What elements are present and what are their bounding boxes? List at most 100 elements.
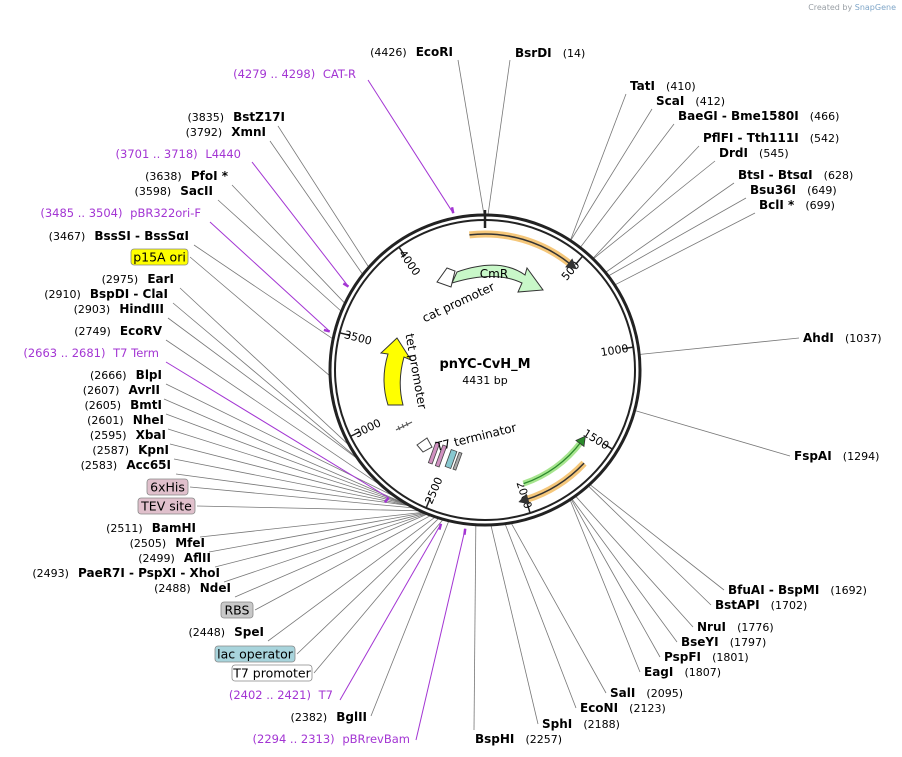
site-xhoi[interactable]: (2493) PaeR7I - PspXI - XhoI — [32, 562, 220, 581]
tick-label: 3500 — [343, 328, 373, 348]
site-leader — [505, 524, 577, 709]
t7-promoter-box[interactable]: T7 promoter — [231, 664, 313, 682]
site-bcli[interactable]: BclI * (699) — [759, 194, 835, 213]
site-aflii[interactable]: (2499) AflII — [138, 547, 211, 566]
primer-l4440[interactable]: (3701 .. 3718) L4440 — [116, 147, 241, 161]
site-leader — [473, 525, 477, 731]
site-leader — [570, 108, 653, 241]
site-scai[interactable]: ScaI (412) — [656, 90, 725, 109]
credit-prefix: Created by — [808, 3, 853, 12]
tick-mark — [526, 502, 531, 514]
site-sali[interactable]: SalI (2095) — [610, 682, 683, 701]
site-sacii[interactable]: (3598) SacII — [135, 180, 213, 199]
svg-text:p15A ori: p15A ori — [133, 250, 186, 265]
arc-arrowhead — [518, 493, 530, 505]
site-eagi[interactable]: EagI (1807) — [644, 661, 721, 680]
site-nhei[interactable]: (2601) NheI — [87, 409, 164, 428]
site-ecorv[interactable]: (2749) EcoRV — [74, 320, 162, 339]
site-pflfi[interactable]: PflFI - Tth111I (542) — [703, 127, 839, 146]
site-spei[interactable]: (2448) SpeI — [188, 621, 264, 640]
tev-site-box[interactable]: TEV site — [137, 497, 196, 515]
svg-text:T7 promoter: T7 promoter — [232, 666, 311, 681]
site-mfei[interactable]: (2505) MfeI — [130, 532, 205, 551]
site-bsu36i[interactable]: Bsu36I (649) — [750, 179, 837, 198]
site-leader — [234, 514, 427, 598]
primer-site-mark — [438, 523, 443, 530]
site-tati[interactable]: TatI (410) — [630, 75, 696, 94]
primer-pbrrevbam[interactable]: (2294 .. 2313) pBRrevBam — [253, 732, 410, 746]
p15a-ori-box[interactable]: p15A ori — [130, 248, 189, 266]
site-leader — [163, 398, 403, 503]
site-ndei[interactable]: (2488) NdeI — [154, 577, 231, 596]
lac-operator-box[interactable]: lac operator — [214, 645, 296, 663]
site-leader — [231, 184, 345, 303]
site-bstapi[interactable]: BstAPI (1702) — [715, 594, 807, 613]
site-leader — [571, 499, 661, 658]
6xhis-box[interactable]: 6xHis — [146, 478, 189, 496]
site-bseyi[interactable]: BseYI (1797) — [681, 631, 766, 650]
site-leader — [167, 428, 405, 504]
primer-site-mark — [383, 496, 390, 504]
site-pspfi[interactable]: PspFI (1801) — [664, 646, 749, 665]
site-bfuai[interactable]: BfuAI - BspMI (1692) — [728, 579, 867, 598]
rbs-box[interactable]: RBS — [220, 601, 254, 619]
primer-cat-r[interactable]: (4279 .. 4298) CAT-R — [233, 67, 356, 81]
site-avrii[interactable]: (2607) AvrII — [83, 379, 160, 398]
right-site-labels: BsrDI (14) TatI (410) ScaI (412) BaeGI -… — [475, 42, 882, 747]
green-arc — [523, 441, 582, 485]
svg-text:lac operator: lac operator — [217, 647, 294, 662]
site-eari[interactable]: (2975) EarI — [102, 268, 174, 287]
tick-mark — [602, 442, 613, 450]
tick-label: 4000 — [396, 248, 423, 278]
site-leader — [490, 525, 539, 725]
site-pfoi[interactable]: (3638) PfoI * — [145, 165, 229, 184]
site-baegi[interactable]: BaeGI - Bme1580I (466) — [678, 105, 839, 124]
site-leader — [457, 59, 485, 215]
primer-leader — [339, 523, 442, 701]
site-bglii[interactable]: (2382) BglII — [291, 706, 367, 725]
site-clai[interactable]: (2910) BspDI - ClaI — [44, 283, 168, 302]
site-bsrdi[interactable]: BsrDI (14) — [515, 42, 585, 61]
site-kpni[interactable]: (2587) KpnI — [92, 439, 169, 458]
site-econi[interactable]: EcoNI (2123) — [580, 697, 666, 716]
primer-leader-lines — [165, 79, 467, 741]
feature-arcs — [469, 230, 587, 505]
site-xbai[interactable]: (2595) XbaI — [90, 424, 166, 443]
site-fspai[interactable]: FspAI (1294) — [794, 445, 879, 464]
site-leader — [217, 199, 341, 312]
primer-labels: (4279 .. 4298) CAT-R (3701 .. 3718) L444… — [23, 67, 410, 746]
site-leader — [269, 140, 363, 275]
site-bstz17i[interactable]: (3835) BstZ17I — [187, 106, 285, 125]
site-acc65i[interactable]: (2583) Acc65I — [81, 454, 171, 473]
site-drdi[interactable]: DrdI (545) — [719, 142, 789, 161]
site-ecori[interactable]: (4426) EcoRI — [370, 41, 453, 60]
site-xmni[interactable]: (3792) XmnI — [186, 121, 266, 140]
site-ahdi[interactable]: AhdI (1037) — [803, 327, 882, 346]
site-btsi[interactable]: BtsI - BtsαI (628) — [738, 164, 853, 183]
site-bsphi[interactable]: BspHI (2257) — [475, 728, 562, 747]
p15a-ori-arrow[interactable] — [379, 337, 413, 406]
tick-label: 1000 — [600, 342, 630, 359]
site-sphi[interactable]: SphI (2188) — [542, 713, 620, 732]
tick-label: 2500 — [423, 475, 446, 506]
feature-leader — [313, 519, 443, 674]
site-bamhi[interactable]: (2511) BamHI — [106, 517, 196, 536]
primer-t7-term[interactable]: (2663 .. 2681) T7 Term — [23, 346, 159, 360]
cat-promoter-arrow[interactable] — [436, 267, 456, 288]
site-hindiii[interactable]: (2903) HindIII — [74, 298, 164, 317]
site-leader — [175, 473, 408, 506]
site-bmti[interactable]: (2605) BmtI — [84, 394, 162, 413]
primer-t7[interactable]: (2402 .. 2421) T7 — [229, 688, 333, 702]
cmr-arrow[interactable] — [451, 264, 544, 293]
primer-leader — [165, 361, 389, 499]
site-blpi[interactable]: (2666) BlpI — [90, 364, 162, 383]
site-leader — [606, 182, 735, 273]
site-leader — [635, 410, 791, 457]
site-nrui[interactable]: NruI (1776) — [697, 616, 774, 635]
primer-pbr322ori-f[interactable]: (3485 .. 3504) pBR322ori-F — [40, 206, 201, 220]
site-leader — [571, 499, 678, 643]
site-bsssi[interactable]: (3467) BssSI - BssSαI — [49, 225, 189, 244]
site-leader — [165, 413, 404, 504]
site-leader — [214, 513, 425, 568]
